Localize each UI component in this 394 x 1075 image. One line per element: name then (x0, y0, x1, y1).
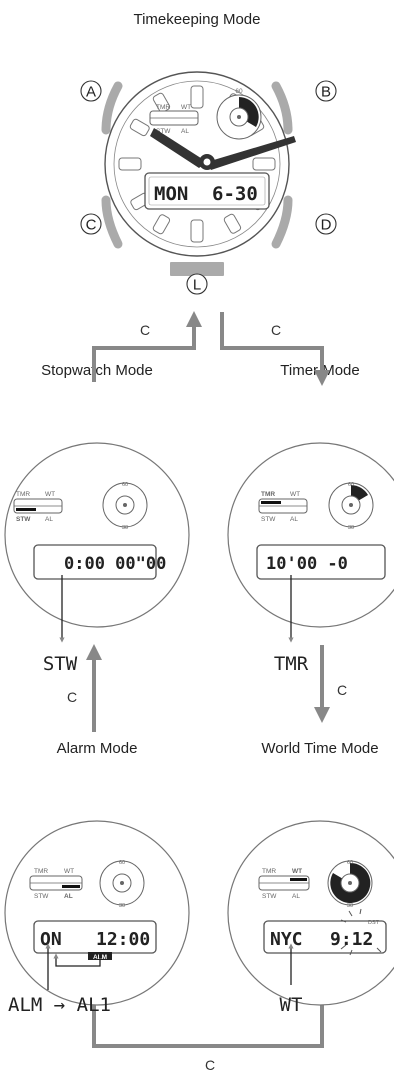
main-tmr-label: TMR (156, 104, 170, 111)
arrow-label-c-1: C (140, 322, 150, 338)
stopwatch-watch: TMR WT STW AL 60 30 0:00 00"00 (4, 442, 190, 643)
alarm-mode-title: Alarm Mode (57, 740, 138, 757)
alm-tmr-label: TMR (34, 868, 48, 875)
worldtime-dst: DST (368, 920, 380, 926)
stw-30-label: 30 (122, 525, 128, 531)
button-a-icon: A (80, 80, 102, 102)
stw-tmr-label: TMR (16, 491, 30, 498)
svg-text:B: B (321, 84, 331, 101)
tmr-al-label: AL (290, 516, 298, 523)
tmr-stw-label: STW (261, 516, 276, 523)
flash-icon (340, 908, 382, 956)
worldtime-lcd-time: 9:12 (330, 929, 373, 950)
alarm-caption: ALM → AL1 (8, 994, 111, 1016)
alarm-badge: ALM (93, 954, 107, 961)
svg-text:C: C (86, 217, 97, 234)
wt-al-label: AL (292, 893, 300, 900)
alarm-lcd-left: ON (40, 929, 62, 950)
alm-al-label: AL (64, 893, 73, 900)
arrow-label-c-4: C (67, 689, 77, 705)
arrow-label-c-2: C (271, 322, 281, 338)
main-60-label: 60 (235, 88, 243, 95)
arrow-timekeeping-to-timer (220, 312, 330, 386)
worldtime-lcd-city: NYC (270, 929, 303, 950)
main-wt-label: WT (181, 104, 191, 111)
wt-30-label: 30 (347, 903, 353, 909)
worldtime-caption: WT (280, 994, 303, 1016)
stw-60-label: 60 (122, 482, 128, 488)
main-lcd-day: MON (154, 183, 188, 205)
timekeeping-watch: TMR WT STW AL 60 MON 6-30 (101, 71, 296, 276)
alarm-lcd-right: 12:00 (96, 929, 150, 950)
main-stw-label: STW (156, 128, 171, 135)
svg-text:A: A (86, 84, 96, 101)
main-lcd-date: 6-30 (212, 183, 258, 205)
svg-text:D: D (321, 217, 332, 234)
tmr-60-label: 60 (348, 482, 354, 488)
stw-al-label: AL (45, 516, 53, 523)
alarm-watch: TMR WT STW AL 60 30 ON 12:00 ALM (4, 820, 190, 1006)
wt-stw-label: STW (262, 893, 277, 900)
timer-caption: TMR (274, 653, 309, 675)
wt-wt-label: WT (292, 868, 302, 875)
arrow-label-c-5: C (205, 1057, 215, 1073)
worldtime-watch: TMR WT STW AL 60 30 NYC 9:12 DST (227, 820, 394, 1006)
tmr-tmr-label: TMR (261, 491, 275, 498)
svg-text:L: L (193, 277, 201, 294)
arrow-stopwatch-to-timekeeping (92, 311, 202, 382)
timer-lcd: 10'00 -0 (266, 554, 348, 574)
stw-wt-label: WT (45, 491, 55, 498)
arrow-worldtime-to-alarm (86, 988, 324, 1048)
stw-stw-label: STW (16, 516, 31, 523)
main-al-label: AL (181, 128, 189, 135)
timer-watch: TMR WT STW AL 60 30 10'00 -0 (227, 442, 394, 643)
wt-60-label: 60 (347, 860, 353, 866)
alm-60-label: 60 (119, 860, 125, 866)
button-d-icon: D (315, 213, 337, 235)
tmr-wt-label: WT (290, 491, 300, 498)
alm-wt-label: WT (64, 868, 74, 875)
button-l-icon: L (186, 273, 208, 295)
button-b-icon: B (315, 80, 337, 102)
timekeeping-mode-title: Timekeeping Mode (133, 11, 260, 28)
stopwatch-caption: STW (43, 653, 78, 675)
alm-stw-label: STW (34, 893, 49, 900)
stopwatch-lcd: 0:00 00"00 (64, 554, 166, 574)
alm-30-label: 30 (119, 903, 125, 909)
arrow-label-c-3: C (337, 682, 347, 698)
worldtime-mode-title: World Time Mode (261, 740, 378, 757)
stopwatch-mode-title: Stopwatch Mode (41, 362, 153, 379)
wt-tmr-label: TMR (262, 868, 276, 875)
tmr-30-label: 30 (348, 525, 354, 531)
button-c-icon: C (80, 213, 102, 235)
